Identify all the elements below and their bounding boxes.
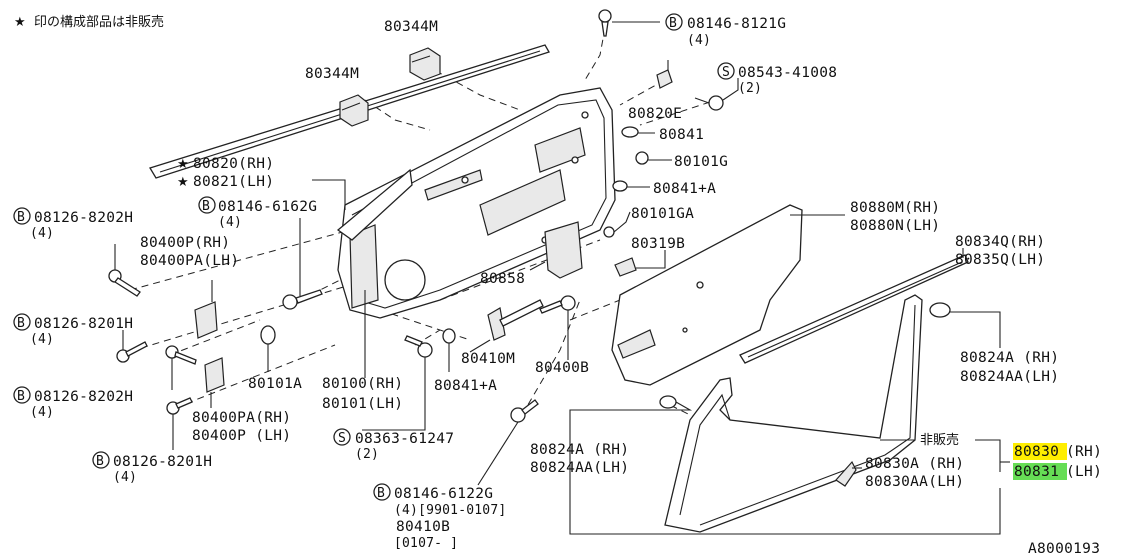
label-80400p-lh: 80400P (LH) (192, 428, 291, 444)
label-08126-8201h-left-qty: (4) (30, 332, 54, 347)
label-80824a-rh-c: 80824A (RH) (530, 442, 629, 458)
fasteners (108, 9, 951, 487)
label-08363-61247-qty: (2) (355, 447, 379, 462)
label-08146-6122g-qty: (4)[9901-0107] (394, 503, 506, 518)
label-80821lh: 80821(LH) (193, 174, 274, 190)
label-08543-41008: 08543-41008 (738, 65, 837, 81)
label-08126-8201h-bot-qty: (4) (113, 470, 137, 485)
label-80410m: 80410M (461, 351, 515, 367)
part-labels: 80344M 80344M 08146-8121G (4) 08543-4100… (30, 16, 1102, 557)
clip-80344m-top (409, 47, 441, 81)
label-80101lh: 80101(LH) (322, 396, 403, 412)
label-80830: 80830 (1014, 444, 1059, 460)
s-icon: S (338, 431, 346, 446)
label-80820rh: 80820(RH) (193, 156, 274, 172)
b-icon: B (202, 199, 210, 214)
label-80880m: 80880M(RH) (850, 200, 940, 216)
label-80831: 80831 (1014, 464, 1059, 480)
belt-moulding (739, 254, 969, 364)
s-icon: S (722, 65, 730, 80)
label-08146-8121g: 08146-8121G (687, 16, 786, 32)
label-80858: 80858 (480, 271, 525, 287)
label-80410b-range: [0107- ] (394, 536, 458, 551)
highlight-80830 (1013, 443, 1067, 460)
label-80830-rh: (RH) (1066, 444, 1102, 460)
star-80820: ★ (177, 157, 189, 172)
label-80101g: 80101G (674, 154, 728, 170)
label-80400pa-lh: 80400PA(LH) (140, 253, 239, 269)
label-80824aa-lh: 80824AA(LH) (960, 369, 1059, 385)
door-shell (336, 87, 616, 319)
label-80344m-left: 80344M (305, 66, 359, 82)
b-icon: B (17, 316, 25, 331)
b-icon: B (96, 454, 104, 469)
label-08146-6162g: 08146-6162G (218, 199, 317, 215)
label-hibai: 非販売 (920, 432, 959, 448)
label-80834q: 80834Q(RH) (955, 234, 1045, 250)
label-80101ga: 80101GA (631, 206, 694, 222)
label-80400b: 80400B (535, 360, 589, 376)
label-80841: 80841 (659, 127, 704, 143)
label-80841a: 80841+A (653, 181, 716, 197)
label-08146-8121g-qty: (4) (687, 33, 711, 48)
diagram-id: A8000193 (1028, 541, 1100, 555)
label-08146-6162g-qty: (4) (218, 215, 242, 230)
label-08126-8202h-bot-qty: (4) (30, 405, 54, 420)
door-trim-panel (611, 204, 803, 386)
label-08126-8201h-bot: 08126-8201H (113, 454, 212, 470)
note-text: 印の構成部品は非販売 (34, 14, 164, 30)
label-08126-8202h-bot: 08126-8202H (34, 389, 133, 405)
label-80400pa-rh: 80400PA(RH) (192, 410, 291, 426)
b-icon: B (669, 16, 677, 31)
label-80410b: 80410B (396, 519, 450, 535)
label-80100rh: 80100(RH) (322, 376, 403, 392)
label-08543-41008-qty: (2) (738, 81, 762, 96)
b-icon: B (377, 486, 385, 501)
label-80344m-top: 80344M (384, 19, 438, 35)
label-08363-61247: 08363-61247 (355, 431, 454, 447)
star-80821: ★ (177, 175, 189, 190)
label-80830a-rh: 80830A (RH) (865, 456, 964, 472)
label-80841a-b: 80841+A (434, 378, 497, 394)
label-80400p-rh: 80400P(RH) (140, 235, 230, 251)
label-08126-8202h-top: 08126-8202H (34, 210, 133, 226)
b-icon: B (17, 389, 25, 404)
door-weatherstrip (664, 294, 923, 533)
label-80831-lh: (LH) (1066, 464, 1102, 480)
prefix-badges: B S B B B B B S B (13, 13, 735, 501)
label-80835q: 80835Q(LH) (955, 252, 1045, 268)
label-80319b: 80319B (631, 236, 685, 252)
label-80101a: 80101A (248, 376, 302, 392)
label-80824a-rh: 80824A (RH) (960, 350, 1059, 366)
label-80830aa-lh: 80830AA(LH) (865, 474, 964, 490)
label-80880n: 80880N(LH) (850, 218, 940, 234)
clip-80344m-left (339, 94, 369, 127)
label-08146-6122g: 08146-6122G (394, 486, 493, 502)
note-star: ★ (14, 15, 26, 30)
b-icon: B (17, 210, 25, 225)
leader-lines (114, 21, 1010, 535)
highlight-80831 (1013, 463, 1067, 480)
label-08126-8201h-left: 08126-8201H (34, 316, 133, 332)
label-80820e: 80820E (628, 106, 682, 122)
label-80824aa-lh-c: 80824AA(LH) (530, 460, 629, 476)
label-08126-8202h-top-qty: (4) (30, 226, 54, 241)
